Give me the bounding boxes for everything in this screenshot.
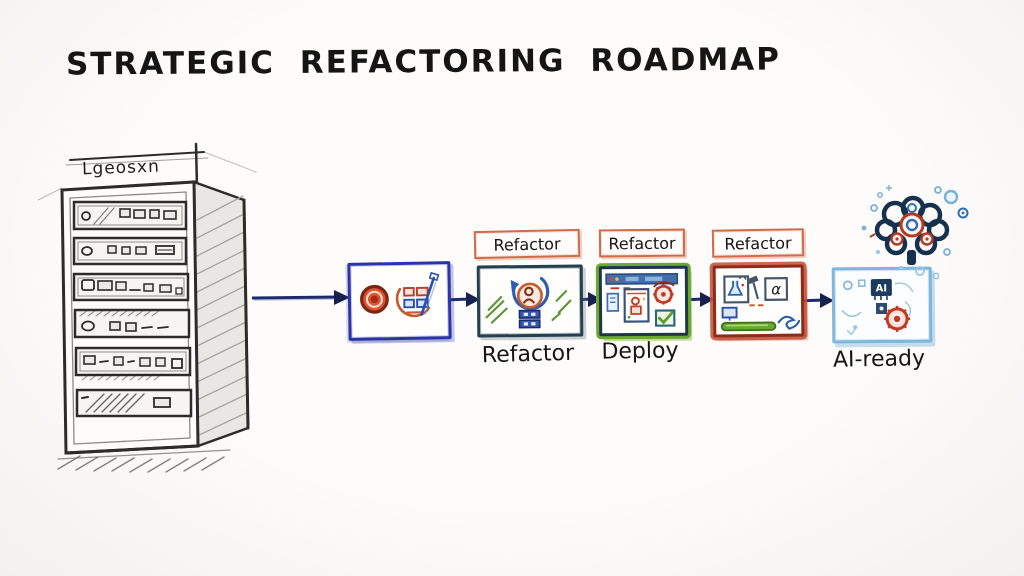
label-text: Refactor [493,233,561,255]
page-title: STRATEGIC REFACTORING ROADMAP [65,41,782,83]
ai-brain-icon [861,185,969,280]
label-text: Refactor [724,232,792,254]
sparkle-dots [861,185,969,280]
code-audit-icon [360,271,440,318]
stage-top-label-refactor-3: Refactor [711,228,805,258]
stage-box-assessment [347,261,452,341]
ai-chip-label: AI [876,283,888,294]
test-tools-icon: α [720,275,801,332]
flow-arrow-1 [251,290,350,305]
stage-box-refactor-1 [476,264,584,338]
stage-box-test: α [712,264,805,338]
stage-top-label-refactor-1: Refactor [473,228,581,260]
stage-box-ai-ready: AI [831,266,933,344]
stage-bottom-label-ai-ready: AI-ready [832,346,926,373]
stage-bottom-label-refactor: Refactor [481,340,575,369]
rack-label: Lgeosxn [81,156,161,180]
stage-bottom-label-deploy: Deploy [601,338,679,365]
legacy-server-rack: Lgeosxn [30,138,262,473]
server-rack-icon [37,142,257,473]
ai-chip-icon: AI [841,278,914,336]
label-text: Refactor [608,233,676,253]
refactor-cycle-icon [485,276,572,329]
alpha-glyph: α [771,280,781,298]
stage-box-deploy [598,265,689,337]
deploy-window-icon [605,273,679,327]
stage-top-label-refactor-2: Refactor [598,228,686,258]
